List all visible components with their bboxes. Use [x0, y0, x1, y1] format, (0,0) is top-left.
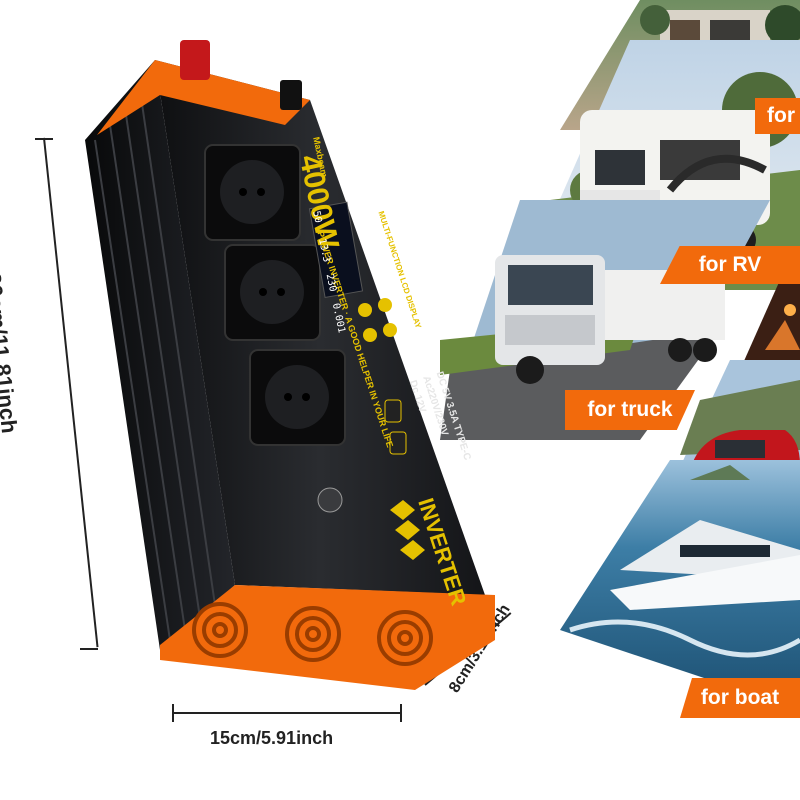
height-dimension-label: 30cm/11.81inch — [0, 271, 23, 435]
application-label-rv: for RV — [660, 246, 800, 284]
application-label-truck: for truck — [565, 390, 695, 430]
width-dimension-label: 15cm/5.91inch — [210, 728, 334, 748]
power-inverter: Maxbeam 4000W MULTI-FUNCTION LCD DISPLAY… — [85, 40, 555, 690]
application-label-home: for — [755, 98, 800, 134]
camping-photo — [740, 280, 800, 370]
boat-photo — [560, 460, 800, 710]
lcd-value-frequency: 50 — [310, 210, 324, 225]
application-label-boat: for boat — [680, 678, 800, 718]
